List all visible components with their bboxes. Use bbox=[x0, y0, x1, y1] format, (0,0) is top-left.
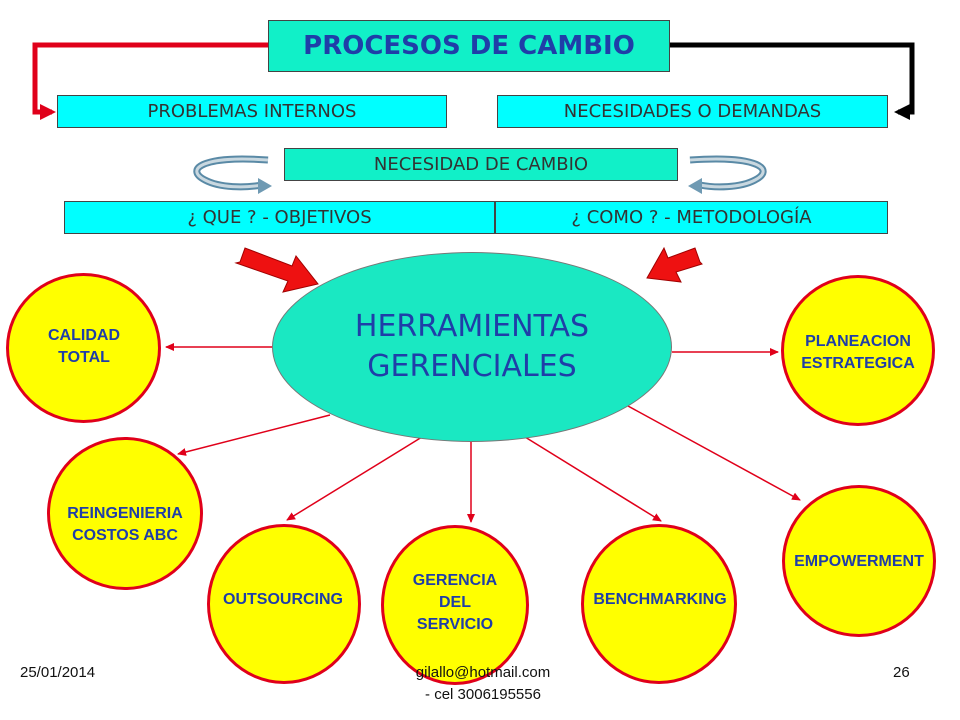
circle-empowerment bbox=[782, 485, 936, 637]
circle-outsourcing bbox=[207, 524, 361, 684]
page-title: PROCESOS DE CAMBIO bbox=[303, 31, 635, 61]
label-gerencia: GERENCIA DEL SERVICIO bbox=[412, 572, 498, 633]
block-arrow-right-icon bbox=[646, 246, 703, 283]
label-calidad: CALIDAD TOTAL bbox=[48, 327, 120, 366]
spoke-benchmarking bbox=[524, 436, 662, 522]
spoke-outsourcing bbox=[286, 436, 423, 521]
box-label: PROBLEMAS INTERNOS bbox=[147, 101, 357, 122]
spoke-empowerment bbox=[627, 405, 801, 501]
curved-arrow-left-icon bbox=[193, 155, 272, 194]
red-connector bbox=[32, 42, 272, 120]
label-outsourcing: OUTSOURCING bbox=[223, 591, 343, 608]
box-label: ¿ COMO ? - METODOLOGÍA bbox=[571, 207, 812, 228]
center-label: HERRAMIENTAS GERENCIALES bbox=[354, 309, 590, 384]
footer-email: gilallo@hotmail.com bbox=[415, 664, 551, 681]
box-label: ¿ QUE ? - OBJETIVOS bbox=[187, 207, 372, 228]
block-arrow-left-icon bbox=[234, 247, 319, 293]
curved-arrow-right-icon bbox=[688, 155, 767, 194]
box-necesidades: NECESIDADES O DEMANDAS bbox=[497, 95, 888, 128]
label-empowerment: EMPOWERMENT bbox=[794, 553, 924, 570]
circle-gerencia bbox=[381, 525, 529, 685]
black-connector bbox=[668, 42, 915, 120]
box-que-objetivos: ¿ QUE ? - OBJETIVOS bbox=[64, 201, 495, 234]
label-benchmarking: BENCHMARKING bbox=[593, 591, 727, 608]
box-como-metodologia: ¿ COMO ? - METODOLOGÍA bbox=[495, 201, 888, 234]
box-necesidad-cambio: NECESIDAD DE CAMBIO bbox=[284, 148, 678, 181]
title-box: PROCESOS DE CAMBIO bbox=[268, 20, 670, 72]
footer-page-number: 26 bbox=[893, 664, 910, 681]
box-label: NECESIDADES O DEMANDAS bbox=[563, 101, 822, 122]
label-reingenieria: REINGENIERIA COSTOS ABC bbox=[67, 505, 183, 544]
circle-reingenieria bbox=[47, 437, 203, 590]
footer-date: 25/01/2014 bbox=[20, 664, 96, 681]
footer-phone: - cel 3006195556 bbox=[425, 686, 541, 703]
center-ellipse: HERRAMIENTAS GERENCIALES bbox=[272, 252, 672, 442]
circle-planeacion bbox=[781, 275, 935, 426]
spoke-reingenieria bbox=[177, 414, 331, 456]
label-planeacion: PLANEACION ESTRATEGICA bbox=[801, 333, 915, 372]
box-problemas-internos: PROBLEMAS INTERNOS bbox=[57, 95, 447, 128]
circle-benchmarking bbox=[581, 524, 737, 684]
circle-calidad bbox=[6, 273, 161, 423]
box-label: NECESIDAD DE CAMBIO bbox=[373, 154, 589, 175]
